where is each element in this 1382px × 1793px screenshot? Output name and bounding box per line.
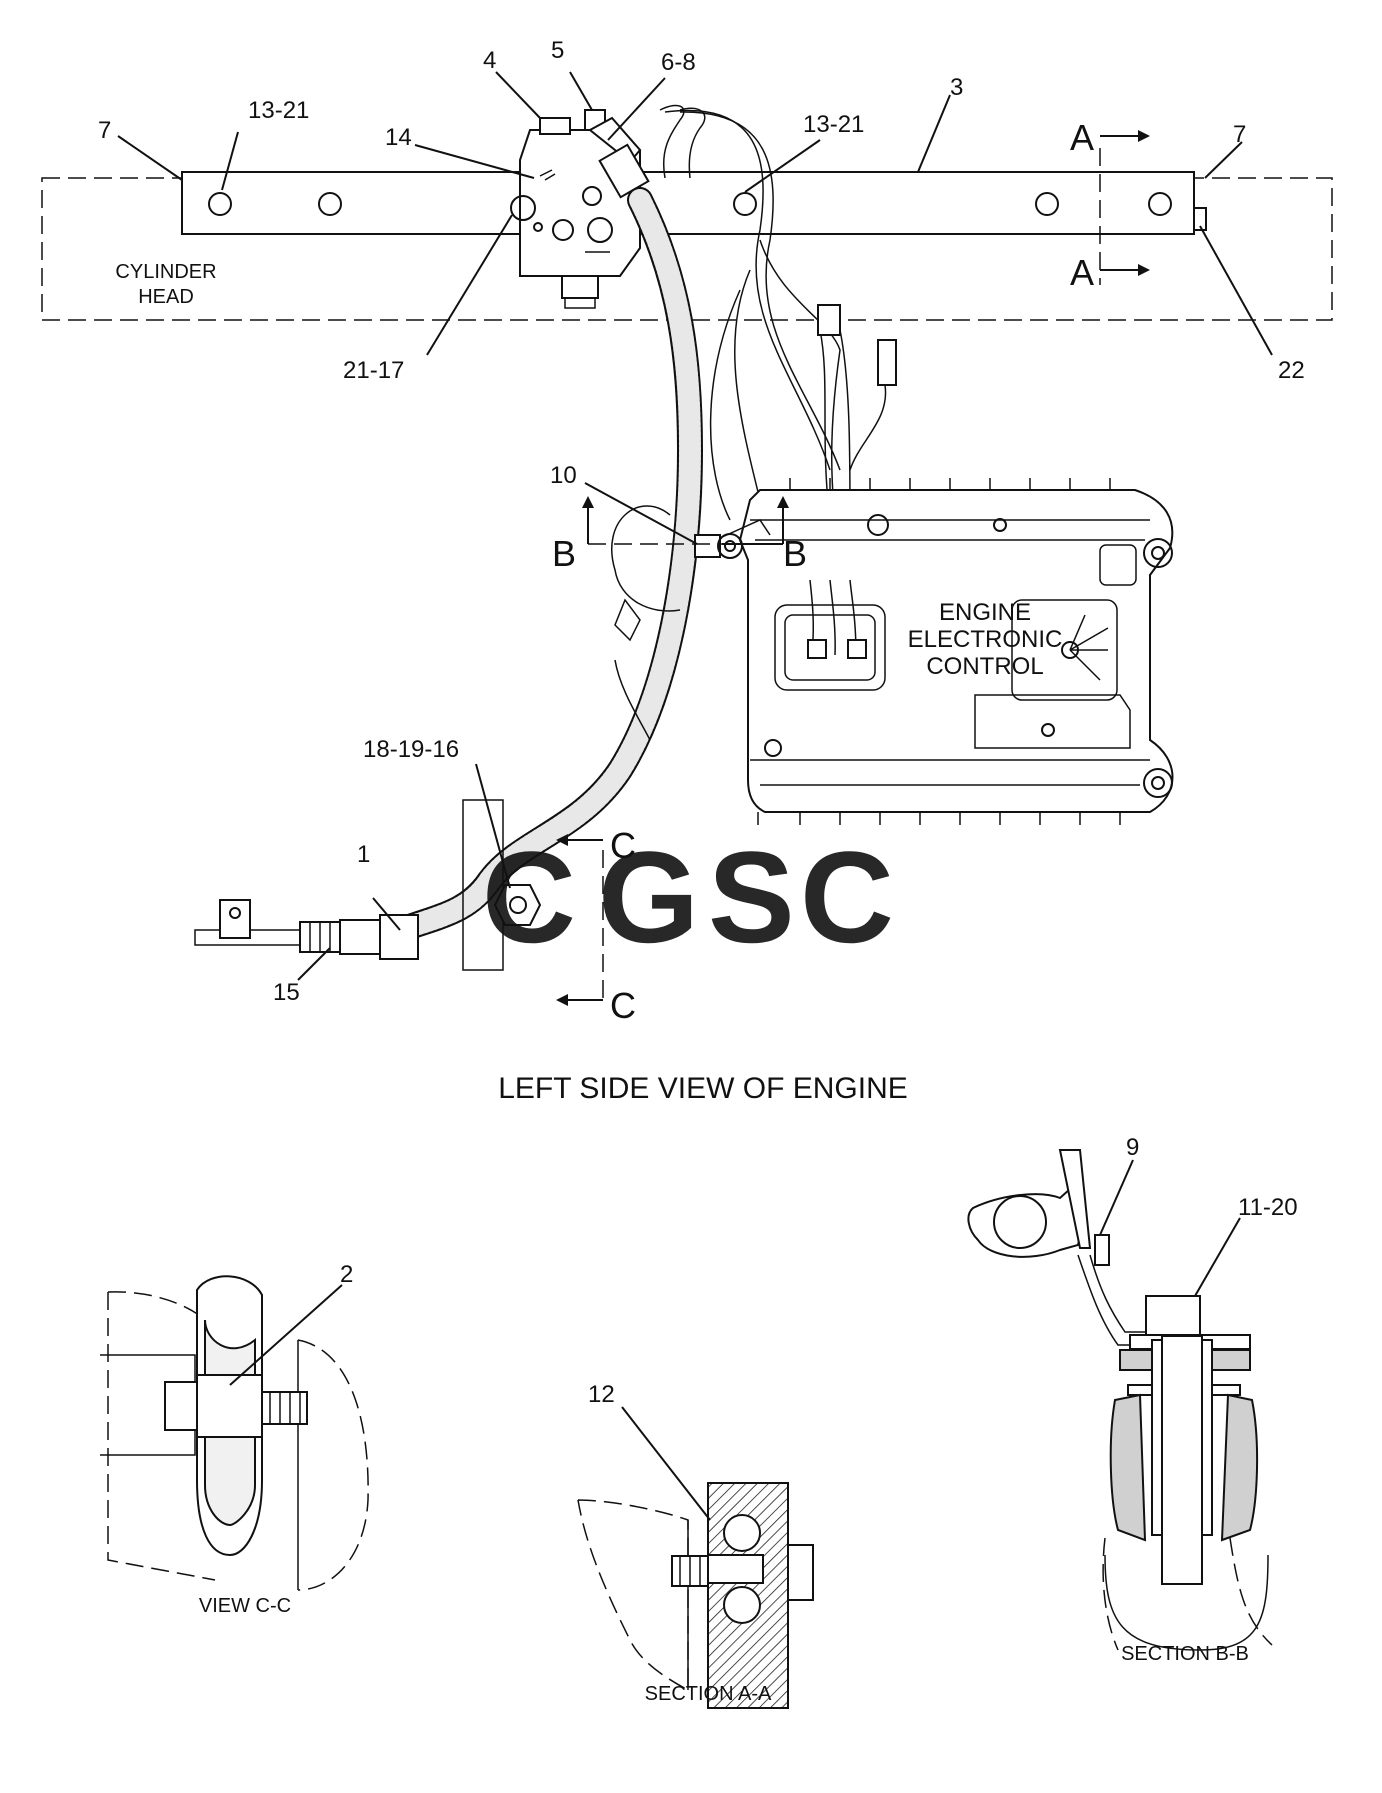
callout-3: 3 [950, 74, 963, 101]
section-a-a-caption: SECTION A-A [645, 1683, 772, 1705]
callout-5: 5 [551, 37, 564, 64]
watermark-letter-c2: C [800, 824, 894, 970]
cgsc-watermark: C G S C [482, 824, 894, 970]
callout-13-21-left: 13-21 [248, 97, 309, 124]
section-c-label-bottom: C [610, 985, 636, 1026]
section-a-label-bottom: A [1070, 252, 1094, 293]
callout-11-20: 11-20 [1238, 1194, 1298, 1221]
section-a-marker [1099, 130, 1150, 285]
callout-12: 12 [588, 1381, 615, 1408]
callout-22: 22 [1278, 357, 1305, 384]
pump-block-assembly [510, 104, 706, 309]
view-c-c-detail [100, 1275, 369, 1591]
braided-hose [387, 187, 704, 943]
callout-1: 1 [357, 841, 370, 868]
callout-2: 2 [340, 1261, 353, 1288]
cylinder-head [41, 177, 1333, 321]
cylinder-head-label-line2: HEAD [138, 286, 194, 308]
view-c-c-caption: VIEW C-C [199, 1595, 291, 1617]
leader-lines [117, 71, 1273, 981]
callout-13-21-right: 13-21 [803, 111, 864, 138]
callout-7-left: 7 [98, 117, 111, 144]
section-b-label-left: B [552, 533, 576, 574]
section-a-a-detail [577, 1406, 814, 1709]
callout-9: 9 [1126, 1134, 1139, 1161]
engine-electronic-control-module [738, 478, 1174, 825]
watermark-letter-g: G [598, 824, 699, 970]
main-view-title: LEFT SIDE VIEW OF ENGINE [498, 1072, 908, 1105]
section-a-label-top: A [1070, 117, 1094, 158]
callout-4: 4 [483, 47, 496, 74]
hose-bracket [611, 505, 771, 741]
section-b-b-detail [967, 1149, 1273, 1651]
callout-21-17: 21-17 [343, 357, 404, 384]
callout-18-19-16: 18-19-16 [363, 736, 459, 763]
callout-10: 10 [550, 462, 577, 489]
ecm-label-line2: ELECTRONIC [908, 626, 1063, 653]
section-c-label-top: C [610, 825, 636, 866]
callout-6-8: 6-8 [661, 49, 696, 76]
ecm-label-line1: ENGINE [939, 599, 1031, 626]
watermark-letter-c1: C [482, 824, 576, 970]
lower-fitting-assembly [194, 799, 542, 971]
callout-14: 14 [385, 124, 412, 151]
section-b-marker [582, 496, 789, 545]
watermark-letter-s: S [708, 824, 795, 970]
callout-7-right: 7 [1233, 121, 1246, 148]
fuel-rail-bar [181, 171, 1207, 235]
callout-15: 15 [273, 979, 300, 1006]
section-b-b-caption: SECTION B-B [1121, 1643, 1249, 1665]
section-c-marker [556, 834, 604, 1006]
ecm-label-line3: CONTROL [926, 653, 1043, 680]
section-b-label-right: B [783, 533, 807, 574]
cylinder-head-label-line1: CYLINDER [115, 261, 216, 283]
